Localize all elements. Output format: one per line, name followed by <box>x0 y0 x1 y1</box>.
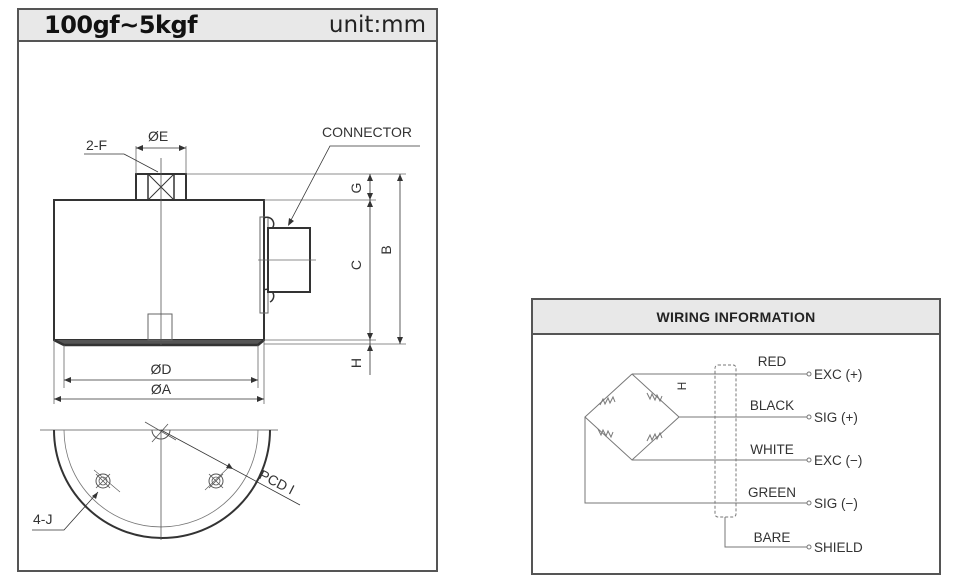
wheatstone-bridge <box>584 373 680 461</box>
dia-a-label: ØA <box>151 381 172 397</box>
dia-e-label: ØE <box>148 128 168 144</box>
wiring-panel: WIRING INFORMATION <box>531 298 941 575</box>
wire-green <box>584 417 807 504</box>
wire-color-red: RED <box>758 354 787 369</box>
terminal-icon <box>806 371 812 377</box>
signal-exc-minus: EXC (−) <box>814 453 862 468</box>
wiring-panel-header: WIRING INFORMATION <box>533 300 939 335</box>
bottom-thread <box>147 313 173 341</box>
cable-shield <box>714 364 737 518</box>
wire-color-green: GREEN <box>748 485 796 500</box>
wire-color-black: BLACK <box>750 398 794 413</box>
capacity-range-title: 100gf~5kgf <box>44 11 198 39</box>
dimension-panel-header: 100gf~5kgf unit:mm <box>19 10 436 42</box>
wiring-title: WIRING INFORMATION <box>656 309 816 325</box>
mounting-hole-left <box>93 469 121 493</box>
connector-label: CONNECTOR <box>322 124 412 140</box>
terminal-icon <box>806 544 812 550</box>
resistor-icon <box>646 392 663 403</box>
wire-color-white: WHITE <box>750 442 794 457</box>
terminal-icon <box>806 414 812 420</box>
b-label: B <box>378 245 394 254</box>
g-label: G <box>348 183 364 194</box>
terminal-icon <box>806 500 812 506</box>
signal-exc-plus: EXC (+) <box>814 367 862 382</box>
four-j-label: 4-J <box>33 511 52 527</box>
connector-leader <box>289 145 420 223</box>
c-label: C <box>348 260 364 270</box>
terminal-icon <box>806 457 812 463</box>
resistor-icon <box>597 428 614 439</box>
resistor-icon <box>599 395 616 406</box>
dimension-panel: 100gf~5kgf unit:mm <box>17 8 438 572</box>
signal-shield: SHIELD <box>814 540 863 555</box>
wire-bare <box>724 517 807 548</box>
signal-sig-minus: SIG (−) <box>814 496 858 511</box>
wire-color-bare: BARE <box>754 530 791 545</box>
shield-symbol: H <box>675 382 689 391</box>
resistor-icon <box>646 431 663 442</box>
two-f-leader <box>84 153 159 173</box>
unit-label: unit:mm <box>328 12 426 38</box>
h-label: H <box>348 358 364 368</box>
dia-d-label: ØD <box>151 361 172 377</box>
four-j-leader <box>32 491 99 531</box>
bottom-view-outline <box>53 429 271 539</box>
mounting-hole-right <box>204 465 231 491</box>
two-f-label: 2-F <box>86 137 107 153</box>
signal-sig-plus: SIG (+) <box>814 410 858 425</box>
